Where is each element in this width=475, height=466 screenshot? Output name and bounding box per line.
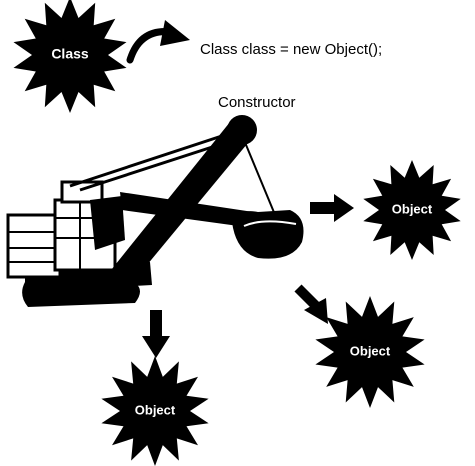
- object-right-label: Object: [392, 201, 433, 216]
- starburst-icon: [101, 356, 209, 466]
- arrow-right-icon: [310, 194, 354, 222]
- object-star-bottom: Object: [101, 356, 209, 466]
- object-bottom-label: Object: [135, 402, 176, 417]
- starburst-icon: [13, 0, 127, 113]
- class-star: Class: [13, 0, 127, 113]
- object-mid-label: Object: [350, 343, 391, 358]
- class-star-label: Class: [51, 46, 89, 62]
- curved-arrow-icon: [126, 20, 190, 64]
- power-shovel-icon: [6, 115, 304, 307]
- starburst-icon: [363, 160, 461, 260]
- arrow-down-icon: [142, 310, 170, 358]
- constructor-label: Constructor: [218, 94, 296, 111]
- arrow-diagonal-icon: [294, 284, 328, 324]
- object-star-right: Object: [363, 160, 461, 260]
- object-star-middle: Object: [315, 296, 425, 408]
- starburst-icon: [315, 296, 425, 408]
- code-line: Class class = new Object();: [200, 41, 382, 58]
